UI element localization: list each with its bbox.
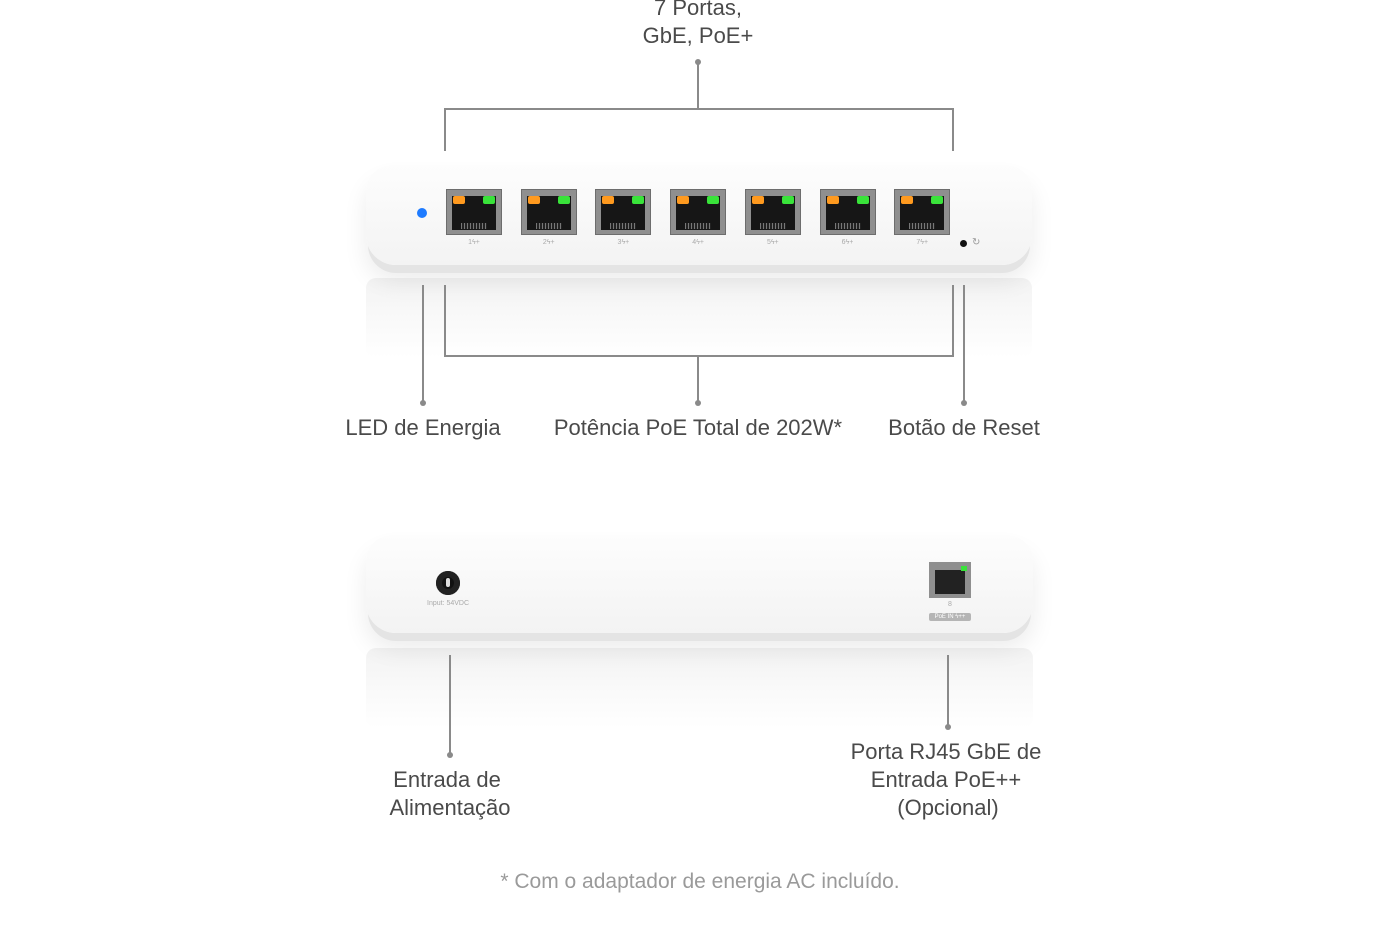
rj45-port [520,189,577,235]
reflection [366,648,1033,728]
link-led [557,196,570,204]
bracket-bottom [444,355,954,357]
poe-led [901,196,914,204]
port-number: 8 [948,601,952,608]
bracket-right [952,285,954,357]
port-label: 6ϟ+ [841,239,854,246]
uplink-callout-line [947,655,949,727]
poe-led [453,196,465,204]
rj45-port [670,189,727,235]
uplink-label-line3: (Opcional) [897,795,999,820]
bracket-left [444,108,446,151]
port-label: 2ϟ+ [542,239,555,246]
callout-dot [695,400,701,406]
power-jack-icon [436,571,460,595]
switch-back: Input: 54VDC 8 PoE IN ϟ++ [366,535,1033,633]
link-led [856,196,869,204]
port-label: 7ϟ+ [916,239,929,246]
bracket-right [952,108,954,151]
uplink-port [929,562,971,598]
callout-line [697,355,699,403]
power-callout-line [449,655,451,755]
rj45-port [744,189,801,235]
ports-label-line1: 7 Portas, [653,0,743,20]
poe-led [527,196,540,204]
switch-front: 1ϟ+ 2ϟ+ 3ϟ+ 4ϟ+ 5ϟ+ 6ϟ+ 7ϟ+ ↻ [366,165,1032,265]
link-led [707,196,720,204]
poe-led [826,196,839,204]
port-label: 5ϟ+ [766,239,779,246]
ports-label-line2: GbE, PoE+ [642,23,754,48]
callout-dot [447,752,453,758]
bracket-top [444,108,954,110]
port-label: 4ϟ+ [692,239,704,246]
rj45-port [894,189,951,235]
poe-led [677,196,690,204]
reset-callout-line [963,285,965,403]
input-rating: Input: 54VDC [427,600,470,607]
uplink-label-line2: Entrada PoE++ [870,767,1022,792]
power-led-icon [417,208,427,218]
callout-line [697,62,699,109]
bracket-left [444,285,446,357]
link-led [632,196,645,204]
port-label: 3ϟ+ [617,239,630,246]
link-led [483,196,495,204]
rj45-port [819,189,876,235]
poe-led [751,196,764,204]
reset-icon: ↻ [972,237,981,248]
reflection [366,278,1032,358]
poe-total-label: Potência PoE Total de 202W* [553,415,843,440]
callout-dot [945,724,951,730]
link-led [931,196,944,204]
power-input-label-line2: Alimentação [389,795,511,820]
callout-dot [420,400,426,406]
reset-button[interactable] [960,240,967,247]
poe-in-badge: PoE IN ϟ++ [929,613,971,621]
poe-led [602,196,615,204]
rj45-port [595,189,652,235]
power-input-label-line1: Entrada de [393,767,501,792]
rj45-port [446,189,502,235]
footnote: * Com o adaptador de energia AC incluído… [500,870,900,893]
led-callout-line [422,285,424,403]
link-led [781,196,794,204]
power-led-label: LED de Energia [345,415,501,440]
uplink-label-line1: Porta RJ45 GbE de [850,739,1042,764]
port-label: 1ϟ+ [468,239,480,246]
reset-label: Botão de Reset [888,415,1040,440]
callout-dot [961,400,967,406]
